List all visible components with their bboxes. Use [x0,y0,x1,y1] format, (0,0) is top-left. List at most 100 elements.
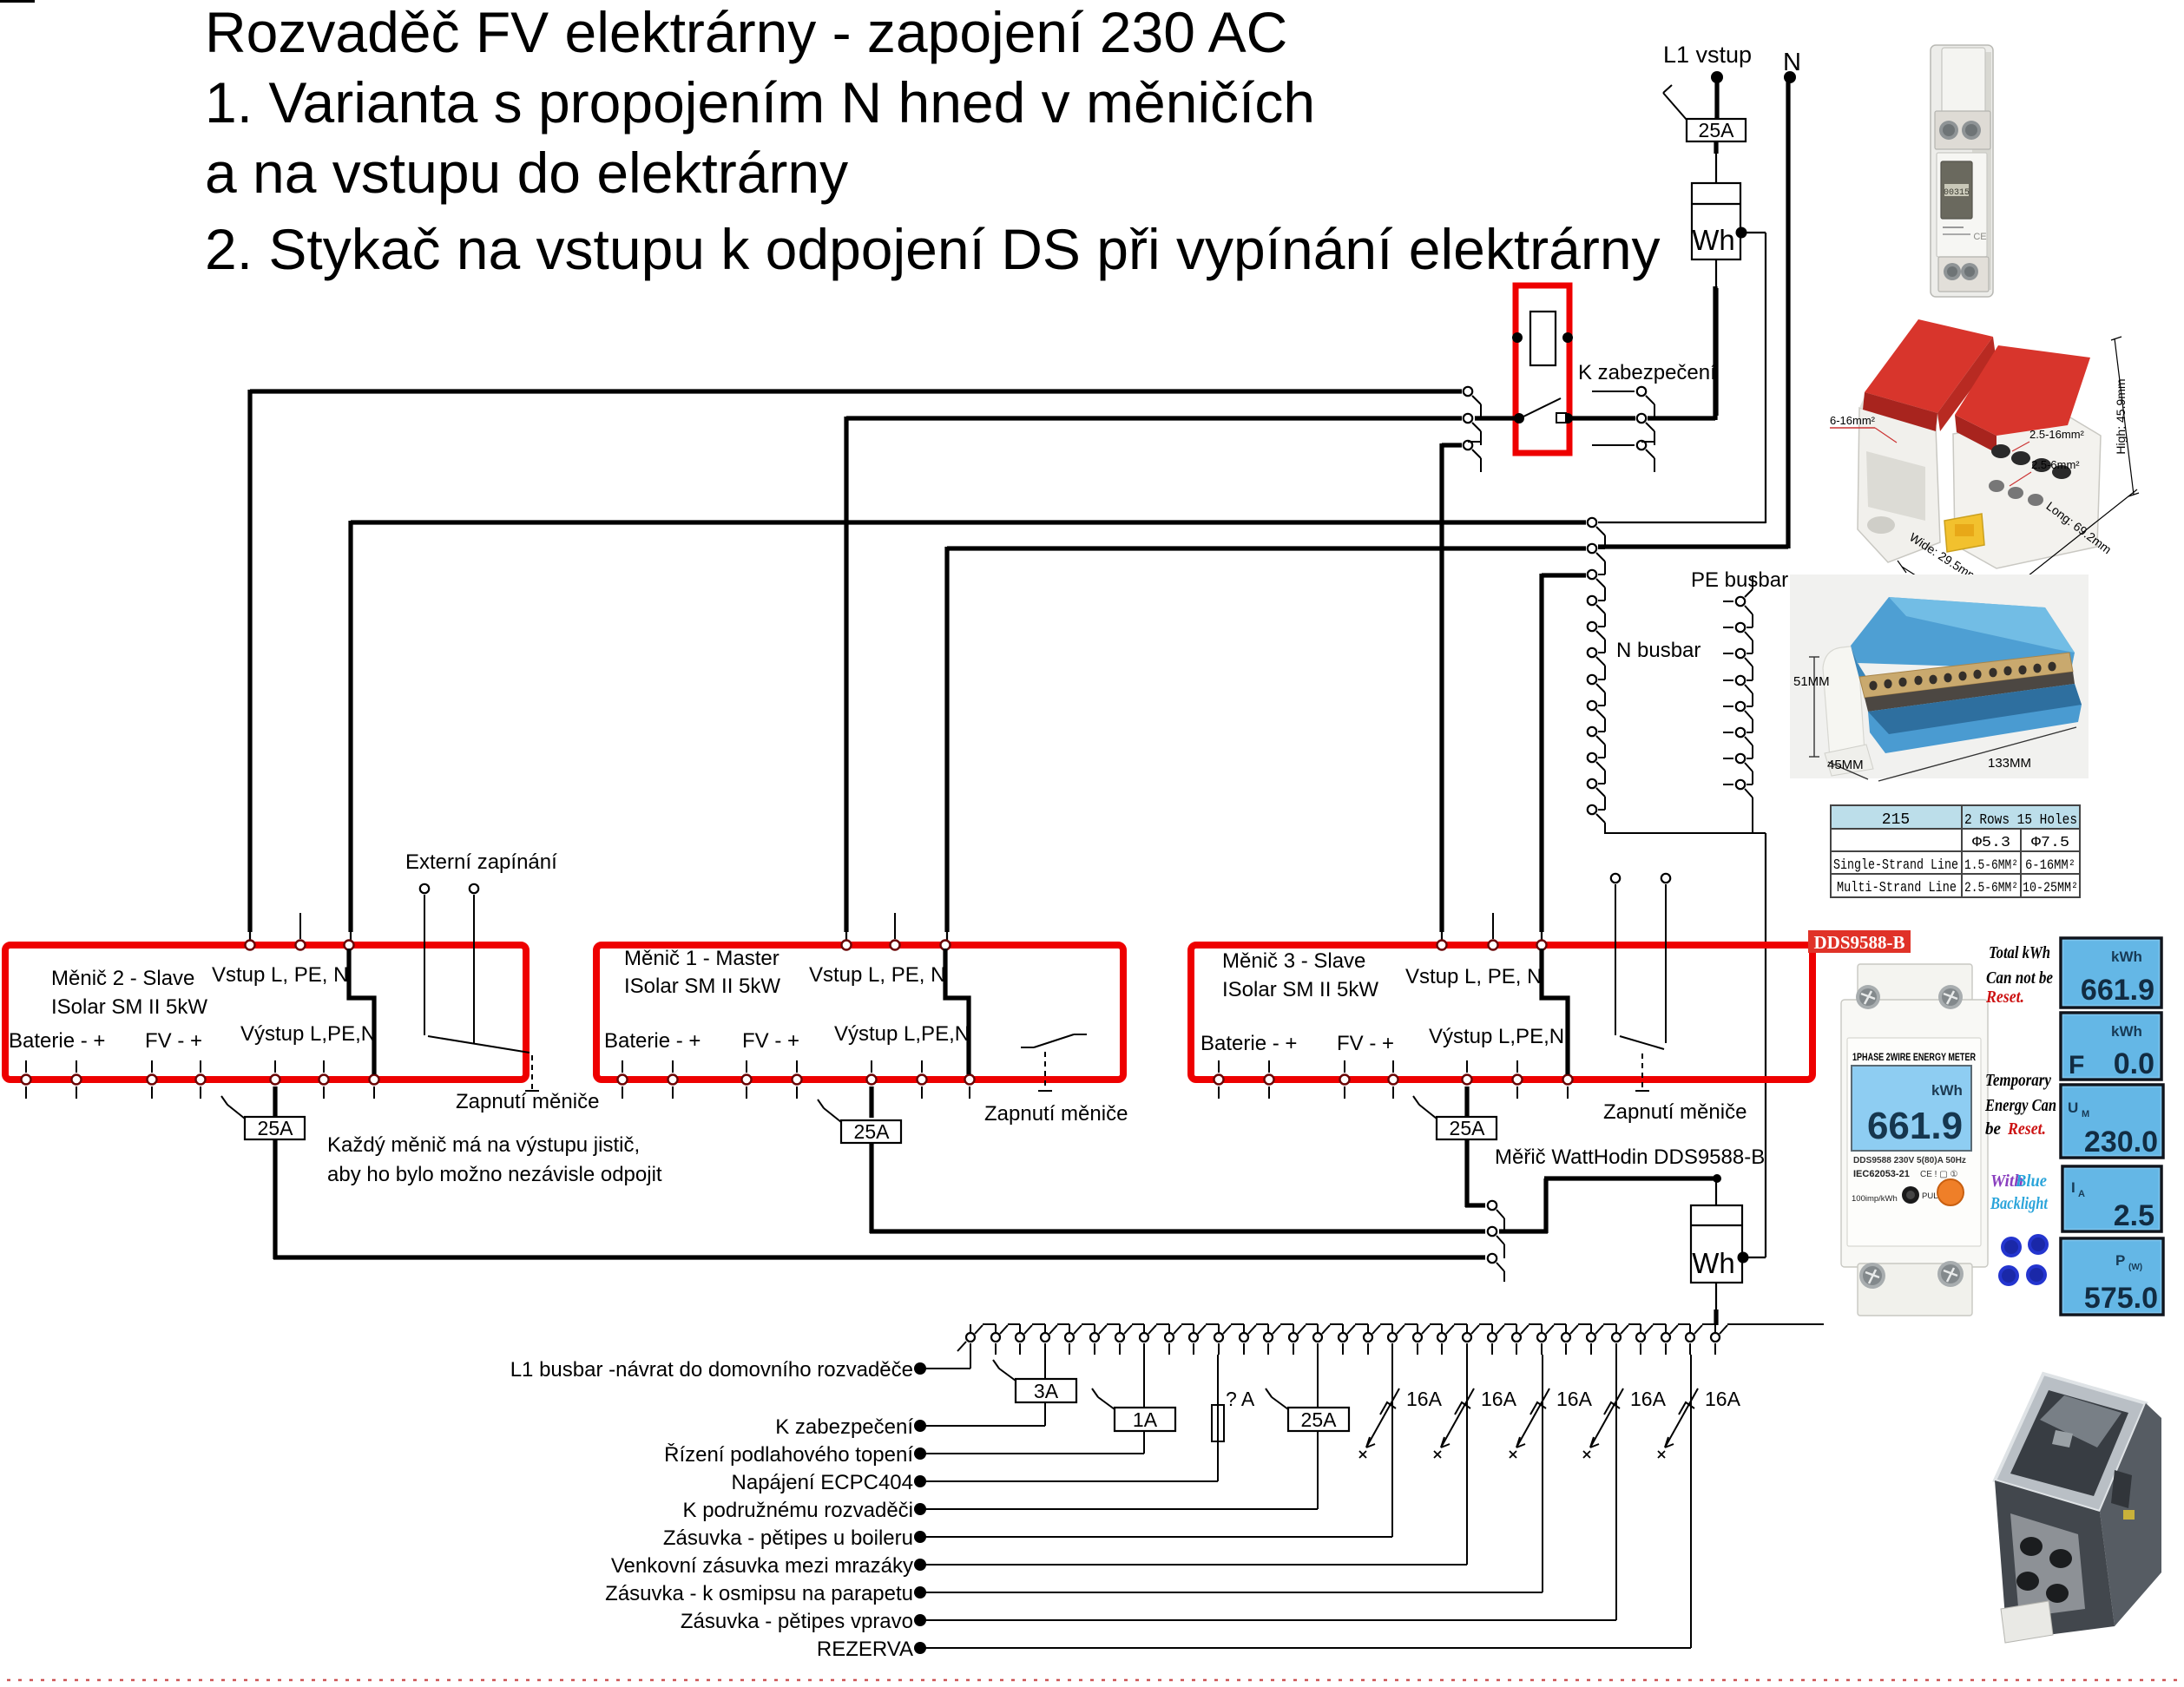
svg-text:FV - +: FV - + [1337,1032,1394,1055]
svg-text:REZERVA: REZERVA [817,1638,913,1661]
svg-text:Měřič WattHodin DDS9588-B: Měřič WattHodin DDS9588-B [1495,1145,1765,1169]
svg-text:aby ho bylo možno nezávisle od: aby ho bylo možno nezávisle odpojit [327,1163,662,1186]
svg-text:Měnič 3 - Slave: Měnič 3 - Slave [1222,949,1365,973]
svg-text:Wh: Wh [1692,1247,1735,1279]
svg-text:Multi-Strand Line: Multi-Strand Line [1837,879,1957,896]
svg-text:I: I [2071,1179,2075,1196]
svg-text:Externí zapínání: Externí zapínání [405,850,557,874]
svg-text:Baterie - +: Baterie - + [1201,1032,1297,1055]
svg-text:ISolar SM II 5kW: ISolar SM II 5kW [51,995,207,1019]
svg-text:High: 45.9mm: High: 45.9mm [2114,378,2128,454]
svg-text:Energy Can: Energy Can [1984,1096,2056,1115]
svg-text:kWh: kWh [2111,949,2142,965]
svg-text:(W): (W) [2128,1263,2142,1272]
svg-text:1A: 1A [1133,1408,1158,1431]
svg-text:Výstup L,PE,N: Výstup L,PE,N [240,1022,376,1046]
svg-text:DDS9588-B: DDS9588-B [1813,932,1904,953]
svg-text:Temporary: Temporary [1985,1071,2051,1090]
svg-text:K zabezpečení: K zabezpečení [775,1415,913,1439]
svg-text:25A: 25A [854,1120,891,1143]
svg-text:Can not be: Can not be [1986,968,2053,988]
svg-text:a na vstupu do elektrárny: a na vstupu do elektrárny [205,141,848,205]
svg-text:16A: 16A [1406,1388,1443,1410]
svg-text:FV - +: FV - + [145,1029,202,1053]
svg-text:L1 vstup: L1 vstup [1663,42,1752,68]
svg-text:Total kWh: Total kWh [1989,943,2050,962]
svg-text:0.0: 0.0 [2114,1047,2154,1080]
svg-text:Backlight: Backlight [1990,1194,2049,1213]
svg-text:CE: CE [1973,232,1986,242]
svg-text:K podružnému rozvaděči: K podružnému rozvaděči [683,1499,913,1522]
svg-text:be: be [1985,1119,2001,1139]
svg-text:25A: 25A [258,1117,294,1139]
svg-text:10-25MM²: 10-25MM² [2023,880,2078,896]
svg-text:230.0: 230.0 [2084,1126,2158,1159]
svg-text:1PHASE 2WIRE ENERGY METER: 1PHASE 2WIRE ENERGY METER [1852,1051,1976,1063]
svg-text:100imp/kWh: 100imp/kWh [1852,1194,1898,1204]
svg-text:2.5-6MM²: 2.5-6MM² [1964,880,2018,896]
svg-text:ISolar SM II 5kW: ISolar SM II 5kW [624,975,780,998]
svg-text:Blue: Blue [2015,1172,2047,1191]
svg-text:2. Stykač na vstupu k odpojení: 2. Stykač na vstupu k odpojení DS při vy… [205,217,1661,281]
svg-text:With: With [1990,1172,2023,1191]
svg-text:661.9: 661.9 [2081,974,2154,1007]
svg-text:Zásuvka - k osmipsu na parapet: Zásuvka - k osmipsu na parapetu [605,1582,913,1605]
svg-text:N: N [1783,49,1801,76]
svg-text:Rozvaděč FV elektrárny - zapoj: Rozvaděč FV elektrárny - zapojení 230 AC [205,0,1287,64]
svg-text:kWh: kWh [1931,1082,1963,1099]
svg-text:Baterie - +: Baterie - + [9,1029,105,1053]
svg-text:Φ5.3: Φ5.3 [1972,835,2010,851]
svg-text:25A: 25A [1699,119,1735,141]
svg-text:00315: 00315 [1944,188,1970,198]
svg-text:P: P [2115,1252,2125,1269]
svg-text:Měnič 2 - Slave: Měnič 2 - Slave [51,967,194,990]
svg-text:K zabezpečení: K zabezpečení [1578,361,1716,384]
svg-text:PULSE: PULSE [1922,1191,1949,1201]
svg-text:215: 215 [1882,811,1910,829]
svg-text:Wh: Wh [1692,224,1735,256]
svg-text:2.5-6mm²: 2.5-6mm² [2031,458,2080,471]
svg-text:Řízení podlahového topení: Řízení podlahového topení [664,1443,913,1467]
svg-text:6-16MM²: 6-16MM² [2025,857,2075,873]
svg-text:ISolar SM II 5kW: ISolar SM II 5kW [1222,978,1378,1001]
svg-text:Venkovní zásuvka mezi mrazáky: Venkovní zásuvka mezi mrazáky [611,1554,913,1578]
svg-text:DDS9588 230V 5(80)A 50Hz: DDS9588 230V 5(80)A 50Hz [1853,1155,1966,1165]
svg-text:Single-Strand Line: Single-Strand Line [1833,857,1958,873]
svg-text:Reset.: Reset. [1985,988,2024,1007]
svg-text:U: U [2068,1100,2078,1116]
svg-text:2.5: 2.5 [2114,1199,2154,1232]
svg-text:6-16mm²: 6-16mm² [1830,414,1876,427]
svg-text:N busbar: N busbar [1616,639,1700,662]
svg-text:Reset.: Reset. [2007,1119,2046,1139]
svg-text:Napájení ECPC404: Napájení ECPC404 [732,1471,913,1494]
svg-text:PE busbar: PE busbar [1691,568,1788,592]
svg-text:Výstup L,PE,N: Výstup L,PE,N [1429,1025,1564,1048]
svg-text:16A: 16A [1630,1388,1667,1410]
svg-text:1. Varianta s propojením N hne: 1. Varianta s propojením N hned v měničí… [205,70,1315,135]
svg-text:661.9: 661.9 [1867,1105,1963,1147]
svg-text:FV - +: FV - + [742,1029,799,1053]
svg-text:Výstup L,PE,N: Výstup L,PE,N [834,1022,970,1046]
svg-text:A: A [2078,1189,2085,1199]
svg-text:Zásuvka - pětipes vpravo: Zásuvka - pětipes vpravo [681,1610,913,1633]
svg-text:Měnič 1 - Master: Měnič 1 - Master [624,947,780,970]
svg-text:kWh: kWh [2111,1023,2142,1040]
svg-text:25A: 25A [1450,1117,1486,1139]
svg-text:Vstup L, PE, N: Vstup L, PE, N [212,963,348,987]
svg-text:16A: 16A [1705,1388,1741,1410]
svg-text:IEC62053-21: IEC62053-21 [1853,1169,1910,1179]
svg-text:CE ! ▢ ①: CE ! ▢ ① [1920,1170,1957,1179]
svg-text:575.0: 575.0 [2084,1282,2158,1315]
svg-text:45MM: 45MM [1827,758,1864,772]
svg-text:133MM: 133MM [1988,756,2031,771]
svg-text:Vstup L, PE, N: Vstup L, PE, N [1405,965,1542,988]
svg-text:Zapnutí měniče: Zapnutí měniče [456,1090,599,1113]
svg-text:2.5-16mm²: 2.5-16mm² [2029,428,2085,441]
svg-text:Každý měnič má na výstupu jist: Každý měnič má na výstupu jistič, [327,1133,640,1157]
svg-text:1.5-6MM²: 1.5-6MM² [1964,857,2018,873]
svg-text:16A: 16A [1556,1388,1593,1410]
svg-text:F: F [2069,1051,2084,1080]
svg-text:Φ7.5: Φ7.5 [2031,835,2069,851]
svg-text:25A: 25A [1301,1408,1338,1431]
svg-text:51MM: 51MM [1793,674,1830,689]
